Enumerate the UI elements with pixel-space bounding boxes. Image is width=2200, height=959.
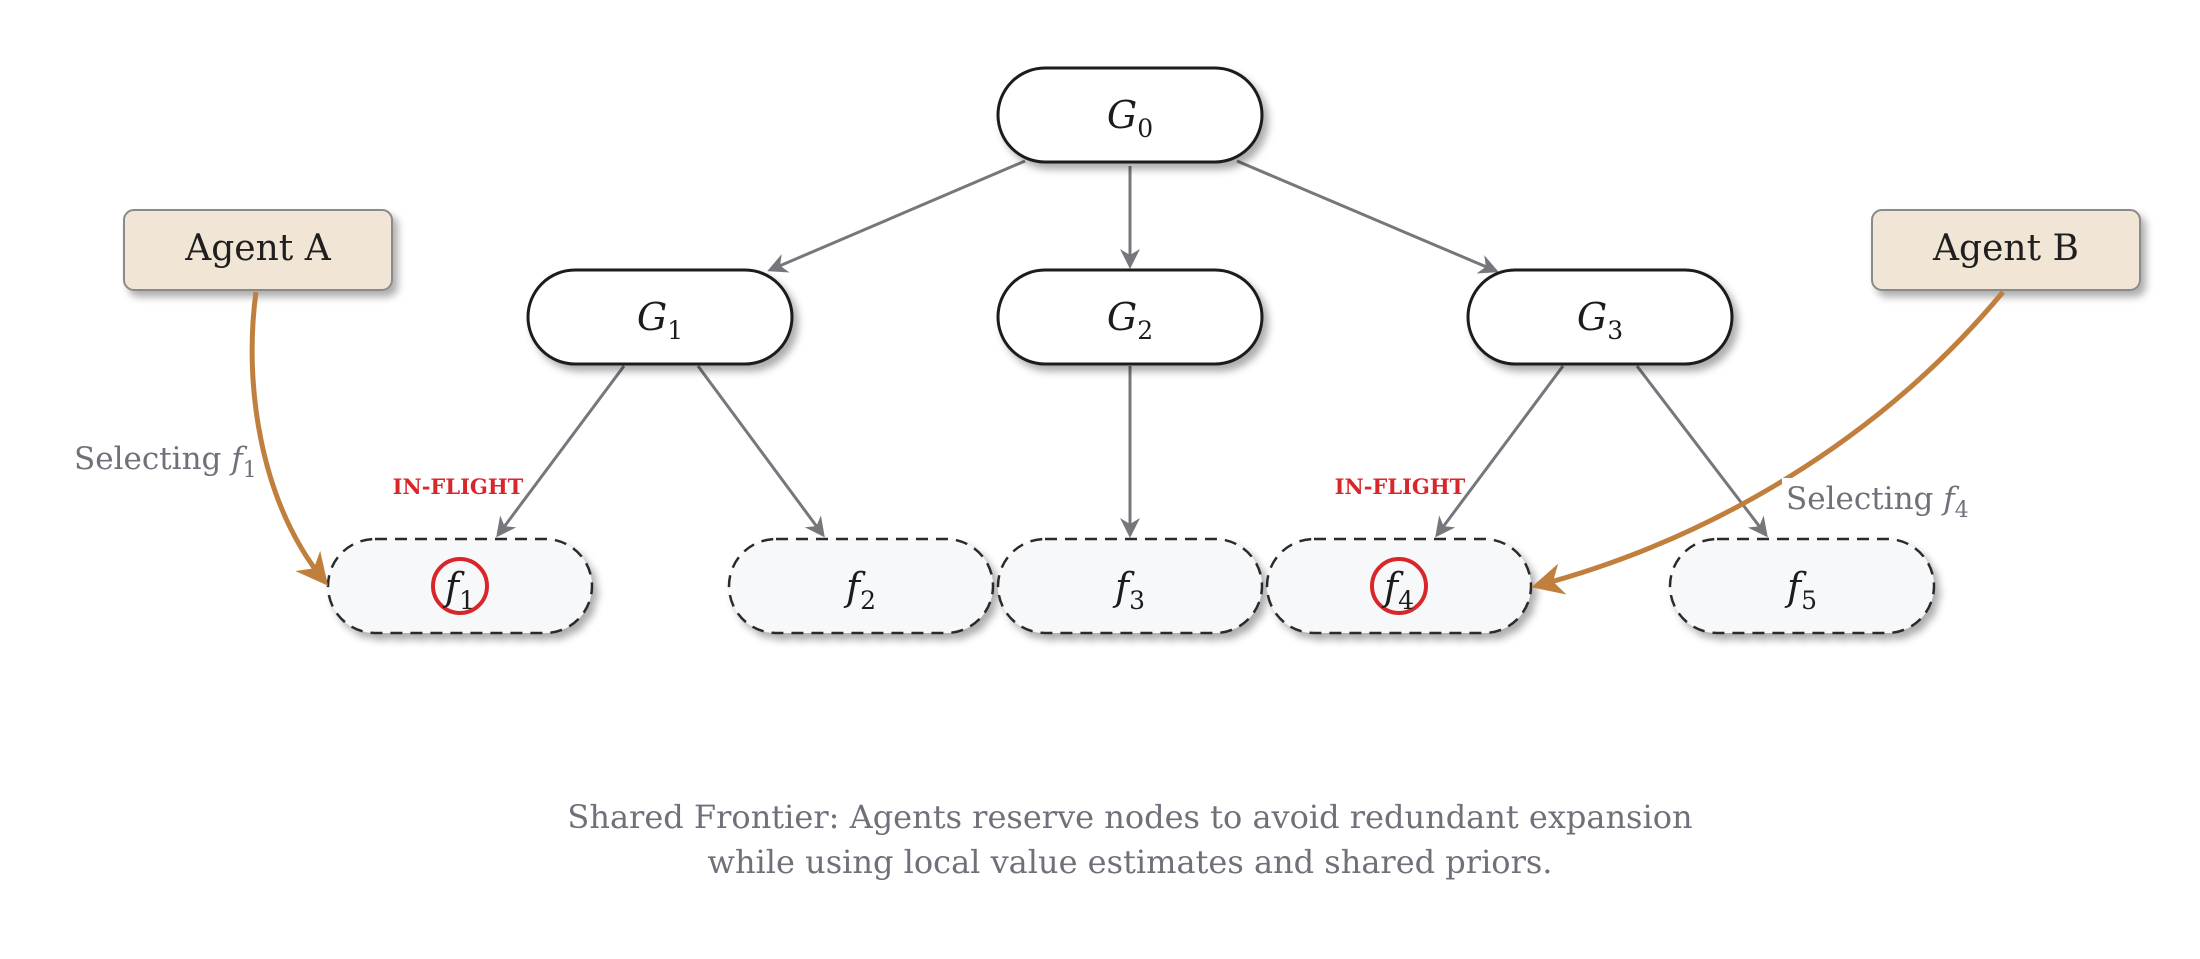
goal-node-var: G [1107, 295, 1137, 339]
frontier-node-f4[interactable]: f4 [1265, 537, 1533, 635]
svg-text:G1: G1 [637, 295, 683, 345]
edge-g3-f4 [1435, 365, 1565, 538]
frontier-node-f2[interactable]: f2 [727, 537, 995, 635]
goal-node-g1[interactable]: G1 [526, 268, 794, 366]
selecting-sub: 4 [1955, 498, 1969, 523]
frontier-nodes: f1 f2 f3 f4 f5 [326, 537, 1936, 635]
goal-node-g3[interactable]: G3 [1466, 268, 1734, 366]
reserved-ring-icon [1370, 557, 1428, 615]
goal-node-g2[interactable]: G2 [996, 268, 1264, 366]
svg-text:G3: G3 [1577, 295, 1623, 345]
goal-nodes: G0 G1 G2 G3 [526, 66, 1734, 366]
selecting-prefix: Selecting [1786, 481, 1943, 517]
frontier-node-sub: 1 [459, 586, 475, 615]
agent-b[interactable]: Agent B [1871, 209, 2141, 291]
edge-g0-g3 [1236, 159, 1499, 274]
selecting-prefix: Selecting [74, 441, 231, 477]
agent-a-selection-arrow [249, 291, 329, 586]
goal-node-g0[interactable]: G0 [996, 66, 1264, 164]
frontier-node-f5[interactable]: f5 [1668, 537, 1936, 635]
goal-node-sub: 1 [667, 316, 683, 345]
inflight-label-f1: IN-FLIGHT [393, 474, 524, 499]
svg-text:G2: G2 [1107, 295, 1153, 345]
goal-node-sub: 2 [1137, 316, 1153, 345]
agent-a-label: Agent A [184, 228, 331, 269]
agent-b-selection-arrow [1531, 290, 2005, 595]
frontier-node-sub: 5 [1801, 586, 1817, 615]
svg-text:f2: f2 [843, 565, 876, 615]
agent-a[interactable]: Agent A [123, 209, 393, 291]
svg-text:f5: f5 [1784, 565, 1817, 615]
frontier-node-f1[interactable]: f1 [326, 537, 594, 635]
edge-g3-f5 [1635, 365, 1768, 538]
frontier-node-sub: 2 [860, 586, 876, 615]
agent-b-label: Agent B [1932, 228, 2079, 269]
svg-text:G0: G0 [1107, 93, 1153, 143]
agent-a-selecting-label: Selecting f1 [74, 441, 257, 483]
frontier-node-sub: 3 [1129, 586, 1145, 615]
edge-g0-g1 [767, 159, 1026, 273]
goal-node-var: G [1577, 295, 1607, 339]
edge-g1-f1 [496, 365, 626, 538]
tree-edges [496, 159, 1768, 538]
edge-g1-f2 [696, 365, 825, 538]
goal-node-sub: 0 [1137, 114, 1153, 143]
reserved-ring-icon [431, 557, 489, 615]
frontier-node-sub: 4 [1398, 586, 1414, 615]
goal-node-sub: 3 [1607, 316, 1623, 345]
caption-line-1: Shared Frontier: Agents reserve nodes to… [567, 798, 1692, 836]
selecting-sub: 1 [243, 458, 257, 483]
caption-line-2: while using local value estimates and sh… [708, 843, 1553, 881]
goal-node-var: G [1107, 93, 1137, 137]
inflight-label-f4: IN-FLIGHT [1335, 474, 1466, 499]
frontier-node-f3[interactable]: f3 [996, 537, 1264, 635]
goal-node-var: G [637, 295, 667, 339]
agent-b-selecting-label: Selecting f4 [1786, 481, 1969, 523]
